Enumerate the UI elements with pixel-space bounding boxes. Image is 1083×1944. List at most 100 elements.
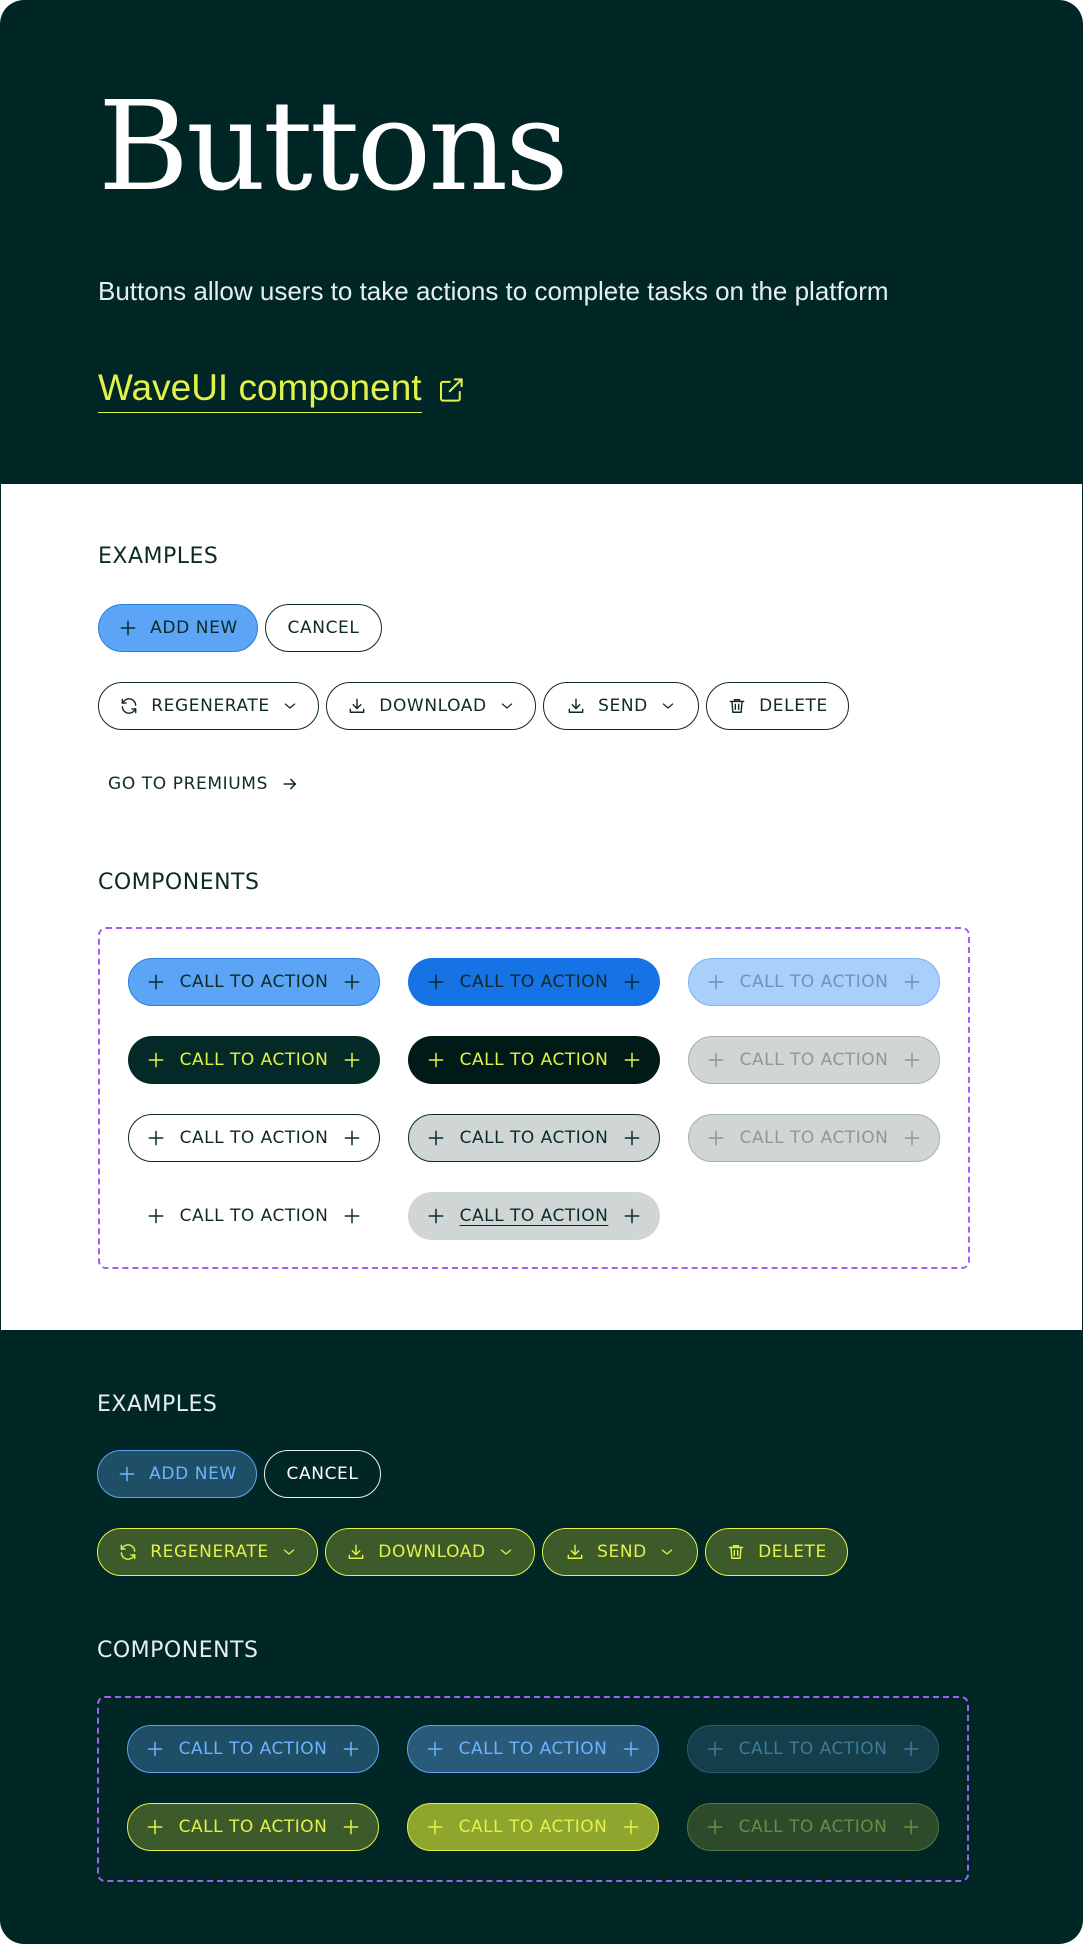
examples-row-2: REGENERATE DOWNLOAD SEND DELETE (98, 682, 849, 730)
regenerate-button[interactable]: REGENERATE (98, 682, 319, 730)
cancel-button[interactable]: CANCEL (265, 604, 382, 652)
plus-icon (708, 974, 724, 990)
cancel-label: CANCEL (286, 1464, 359, 1484)
arrow-right-icon (283, 778, 297, 790)
add-new-button-dark[interactable]: ADD NEW (97, 1450, 257, 1498)
cta-label: CALL TO ACTION (739, 1128, 889, 1148)
plus-icon (904, 1130, 920, 1146)
examples-heading-dark: EXAMPLES (97, 1392, 218, 1417)
dark-examples-row-2: REGENERATE DOWNLOAD SEND DELETE (97, 1528, 848, 1576)
send-label: SEND (597, 1542, 647, 1562)
plus-icon (707, 1819, 723, 1835)
cta-outline-hover[interactable]: CALL TO ACTION (408, 1114, 660, 1162)
send-button[interactable]: SEND (543, 682, 699, 730)
components-heading-dark: COMPONENTS (97, 1638, 259, 1663)
waveui-component-link[interactable]: WaveUI component (98, 366, 466, 413)
plus-icon (708, 1130, 724, 1146)
delete-button[interactable]: DELETE (706, 682, 849, 730)
delete-button-dark[interactable]: DELETE (705, 1528, 848, 1576)
plus-icon (148, 1052, 164, 1068)
send-button-dark[interactable]: SEND (542, 1528, 698, 1576)
chevron-down-icon (283, 1549, 295, 1555)
cta-outline-default[interactable]: CALL TO ACTION (128, 1114, 380, 1162)
chevron-down-icon (662, 703, 674, 709)
chevron-down-icon (661, 1549, 673, 1555)
go-to-premiums-button[interactable]: GO TO PREMIUMS (98, 760, 310, 808)
cta-dark-disabled: CALL TO ACTION (688, 1036, 940, 1084)
cancel-button-dark[interactable]: CANCEL (264, 1450, 381, 1498)
regenerate-button-dark[interactable]: REGENERATE (97, 1528, 318, 1576)
plus-icon (344, 1052, 360, 1068)
plus-icon (343, 1741, 359, 1757)
add-new-label: ADD NEW (150, 618, 238, 638)
plus-icon (148, 1130, 164, 1146)
plus-icon (707, 1741, 723, 1757)
plus-icon (624, 974, 640, 990)
plus-icon (120, 620, 136, 636)
cta-label: CALL TO ACTION (459, 1128, 609, 1148)
cta-ghost-hover[interactable]: CALL TO ACTION (408, 1192, 660, 1240)
plus-icon (148, 974, 164, 990)
send-label: SEND (598, 696, 648, 716)
cta-dark-yellow-hover[interactable]: CALL TO ACTION (407, 1803, 659, 1851)
cta-label: CALL TO ACTION (179, 1206, 329, 1226)
plus-icon (903, 1819, 919, 1835)
regenerate-label: REGENERATE (151, 696, 270, 716)
cancel-label: CANCEL (287, 618, 360, 638)
cta-primary-default[interactable]: CALL TO ACTION (128, 958, 380, 1006)
chevron-down-icon (501, 703, 513, 709)
cta-primary-hover[interactable]: CALL TO ACTION (408, 958, 660, 1006)
cta-label: CALL TO ACTION (458, 1817, 608, 1837)
regenerate-label: REGENERATE (150, 1542, 269, 1562)
refresh-icon (120, 1544, 136, 1560)
examples-row-3: GO TO PREMIUMS (98, 760, 310, 808)
plus-icon (427, 1819, 443, 1835)
cta-ghost-default[interactable]: CALL TO ACTION (128, 1192, 380, 1240)
cta-label: CALL TO ACTION (459, 1206, 609, 1226)
cta-label: CALL TO ACTION (178, 1739, 328, 1759)
cta-dark-primary-disabled: CALL TO ACTION (687, 1725, 939, 1773)
cta-dark-primary-default[interactable]: CALL TO ACTION (127, 1725, 379, 1773)
delete-label: DELETE (759, 696, 828, 716)
plus-icon (903, 1741, 919, 1757)
components-grid-dark: CALL TO ACTION CALL TO ACTION CALL TO AC… (97, 1696, 969, 1882)
add-new-label: ADD NEW (149, 1464, 237, 1484)
plus-icon (427, 1741, 443, 1757)
plus-icon (344, 1208, 360, 1224)
cta-label: CALL TO ACTION (179, 1128, 329, 1148)
cta-label: CALL TO ACTION (178, 1817, 328, 1837)
add-new-button[interactable]: ADD NEW (98, 604, 258, 652)
chevron-down-icon (500, 1549, 512, 1555)
examples-row-1: ADD NEW CANCEL (98, 604, 382, 652)
cta-dark-default[interactable]: CALL TO ACTION (128, 1036, 380, 1084)
cta-label: CALL TO ACTION (739, 1050, 889, 1070)
cta-dark-yellow-disabled: CALL TO ACTION (687, 1803, 939, 1851)
cta-dark-yellow-default[interactable]: CALL TO ACTION (127, 1803, 379, 1851)
download-button[interactable]: DOWNLOAD (326, 682, 536, 730)
plus-icon (624, 1130, 640, 1146)
go-to-premiums-label: GO TO PREMIUMS (108, 774, 268, 794)
cta-label: CALL TO ACTION (738, 1739, 888, 1759)
cta-label: CALL TO ACTION (459, 972, 609, 992)
download-button-dark[interactable]: DOWNLOAD (325, 1528, 535, 1576)
plus-icon (623, 1741, 639, 1757)
waveui-component-link-label: WaveUI component (98, 366, 422, 413)
dark-examples-row-1: ADD NEW CANCEL (97, 1450, 381, 1498)
plus-icon (119, 1466, 135, 1482)
page-description: Buttons allow users to take actions to c… (98, 276, 889, 306)
plus-icon (624, 1208, 640, 1224)
cta-label: CALL TO ACTION (738, 1817, 888, 1837)
download-icon (348, 1544, 364, 1559)
cta-dark-primary-hover[interactable]: CALL TO ACTION (407, 1725, 659, 1773)
plus-icon (708, 1052, 724, 1068)
cta-primary-disabled: CALL TO ACTION (688, 958, 940, 1006)
plus-icon (904, 1052, 920, 1068)
plus-icon (344, 974, 360, 990)
cta-dark-hover[interactable]: CALL TO ACTION (408, 1036, 660, 1084)
plus-icon (624, 1052, 640, 1068)
components-heading: COMPONENTS (98, 870, 260, 895)
cta-label: CALL TO ACTION (459, 1050, 609, 1070)
download-icon (568, 698, 584, 713)
light-theme-section: EXAMPLES ADD NEW CANCEL REGENERATE DOWNL… (1, 484, 1082, 1330)
